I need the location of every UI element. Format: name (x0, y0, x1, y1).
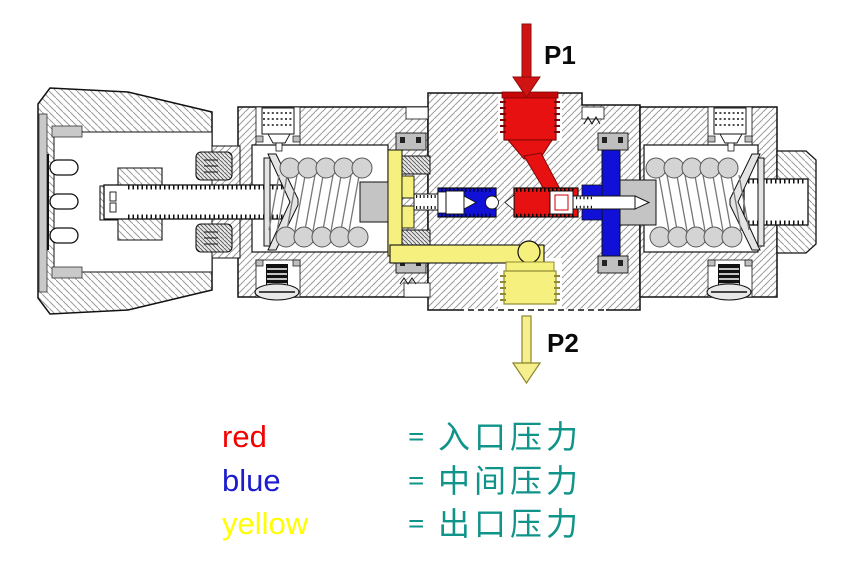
spring-screw-bottom-left (254, 259, 301, 301)
crimp-mark-bottom (399, 277, 417, 285)
crimp-mark-top (583, 115, 601, 126)
knob-face-plate (38, 113, 48, 293)
valve-chamber-intermediate-blue (437, 187, 499, 218)
vent-plug-top-left (255, 107, 301, 152)
vent-plug-top-right (707, 107, 753, 152)
coil-spring-right (645, 153, 765, 251)
valve-stem-right (572, 184, 651, 221)
p1-inlet-label: P1 (544, 40, 576, 70)
p1-inlet-arrow (512, 23, 541, 98)
pressure-adjusting-screw-right (743, 178, 809, 226)
coil-spring-left (263, 153, 373, 251)
outlet-elbow (517, 240, 541, 264)
inlet-red-parts (500, 91, 579, 218)
poppet-left (445, 190, 465, 215)
adjusting-shaft (103, 184, 291, 220)
outlet-passage (389, 244, 545, 264)
inlet-port (503, 96, 557, 141)
outlet-yellow-parts (389, 240, 560, 305)
p2-outlet-arrow (511, 315, 542, 385)
spring-screw-bottom-right (706, 259, 753, 301)
outlet-port (503, 270, 557, 305)
p2-outlet-label: P2 (547, 328, 579, 358)
knob-rib-profile (47, 154, 79, 250)
